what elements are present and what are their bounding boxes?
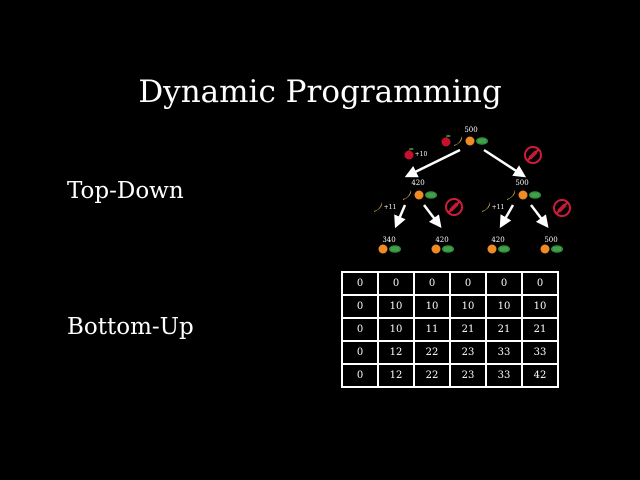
dp-cell: 21	[485, 317, 523, 342]
dp-cell: 10	[377, 294, 415, 319]
dp-cell: 0	[485, 271, 523, 296]
dp-cell: 0	[341, 340, 379, 365]
dp-cell: 10	[377, 317, 415, 342]
tree-edge-arrow	[483, 148, 527, 178]
banana-icon	[482, 202, 491, 212]
dp-cell: 0	[413, 271, 451, 296]
dp-cell: 33	[485, 340, 523, 365]
skip-icon	[553, 199, 571, 217]
dp-cell: 12	[377, 340, 415, 365]
dp-cell: 33	[485, 363, 523, 388]
tree-edge-arrow	[394, 204, 407, 229]
dp-cell: 0	[521, 271, 559, 296]
tree-edge-arrow	[530, 204, 549, 228]
bottom-up-label: Bottom-Up	[67, 314, 194, 340]
orange-icon	[431, 244, 441, 254]
dp-cell: 23	[449, 363, 487, 388]
apple-icon	[404, 147, 414, 160]
dp-cell: 10	[413, 294, 451, 319]
orange-icon	[487, 244, 497, 254]
orange-icon	[414, 190, 424, 200]
dp-cell: 0	[341, 271, 379, 296]
orange-icon	[465, 136, 475, 146]
tree-edge-arrow	[423, 204, 442, 228]
melon-icon	[389, 245, 401, 253]
dp-cell: 12	[377, 363, 415, 388]
skip-icon	[524, 146, 542, 164]
dp-cell: 11	[413, 317, 451, 342]
dp-cell: 0	[341, 294, 379, 319]
dp-cell: 0	[449, 271, 487, 296]
dp-cell: 10	[449, 294, 487, 319]
melon-icon	[476, 137, 488, 145]
skip-icon	[445, 198, 463, 216]
recursion-tree-diagram: 500 +10 420 500 +11 +11 340 420 420 500	[374, 126, 571, 254]
dp-cell: 10	[521, 294, 559, 319]
dp-cell: 42	[521, 363, 559, 388]
dp-cell: 33	[521, 340, 559, 365]
node-value: 500	[515, 179, 528, 187]
dp-cell: 21	[521, 317, 559, 342]
edge-gain-label: +11	[492, 204, 505, 211]
banana-icon	[374, 202, 383, 212]
dp-cell: 10	[485, 294, 523, 319]
dp-cell: 0	[341, 317, 379, 342]
tree-edge-arrow	[499, 204, 515, 229]
node-value: 340	[382, 236, 395, 244]
banana-icon	[507, 190, 516, 200]
tree-edge-arrow	[404, 148, 461, 178]
node-value: 500	[464, 126, 477, 134]
dp-cell: 23	[449, 340, 487, 365]
dp-cell: 0	[377, 271, 415, 296]
orange-icon	[540, 244, 550, 254]
node-value: 500	[544, 236, 557, 244]
node-value: 420	[435, 236, 448, 244]
edge-gain-label: +10	[415, 151, 428, 158]
apple-icon	[441, 134, 451, 147]
top-down-label: Top-Down	[67, 178, 184, 204]
dp-cell: 22	[413, 363, 451, 388]
node-value: 420	[411, 179, 424, 187]
melon-icon	[425, 191, 437, 199]
melon-icon	[498, 245, 510, 253]
orange-icon	[378, 244, 388, 254]
orange-icon	[518, 190, 528, 200]
banana-icon	[454, 136, 463, 146]
dp-cell: 22	[413, 340, 451, 365]
node-value: 420	[491, 236, 504, 244]
dp-cell: 0	[341, 363, 379, 388]
dp-cell: 21	[449, 317, 487, 342]
melon-icon	[551, 245, 563, 253]
melon-icon	[529, 191, 541, 199]
page-title: Dynamic Programming	[138, 74, 502, 110]
melon-icon	[442, 245, 454, 253]
banana-icon	[403, 190, 412, 200]
edge-gain-label: +11	[384, 204, 397, 211]
